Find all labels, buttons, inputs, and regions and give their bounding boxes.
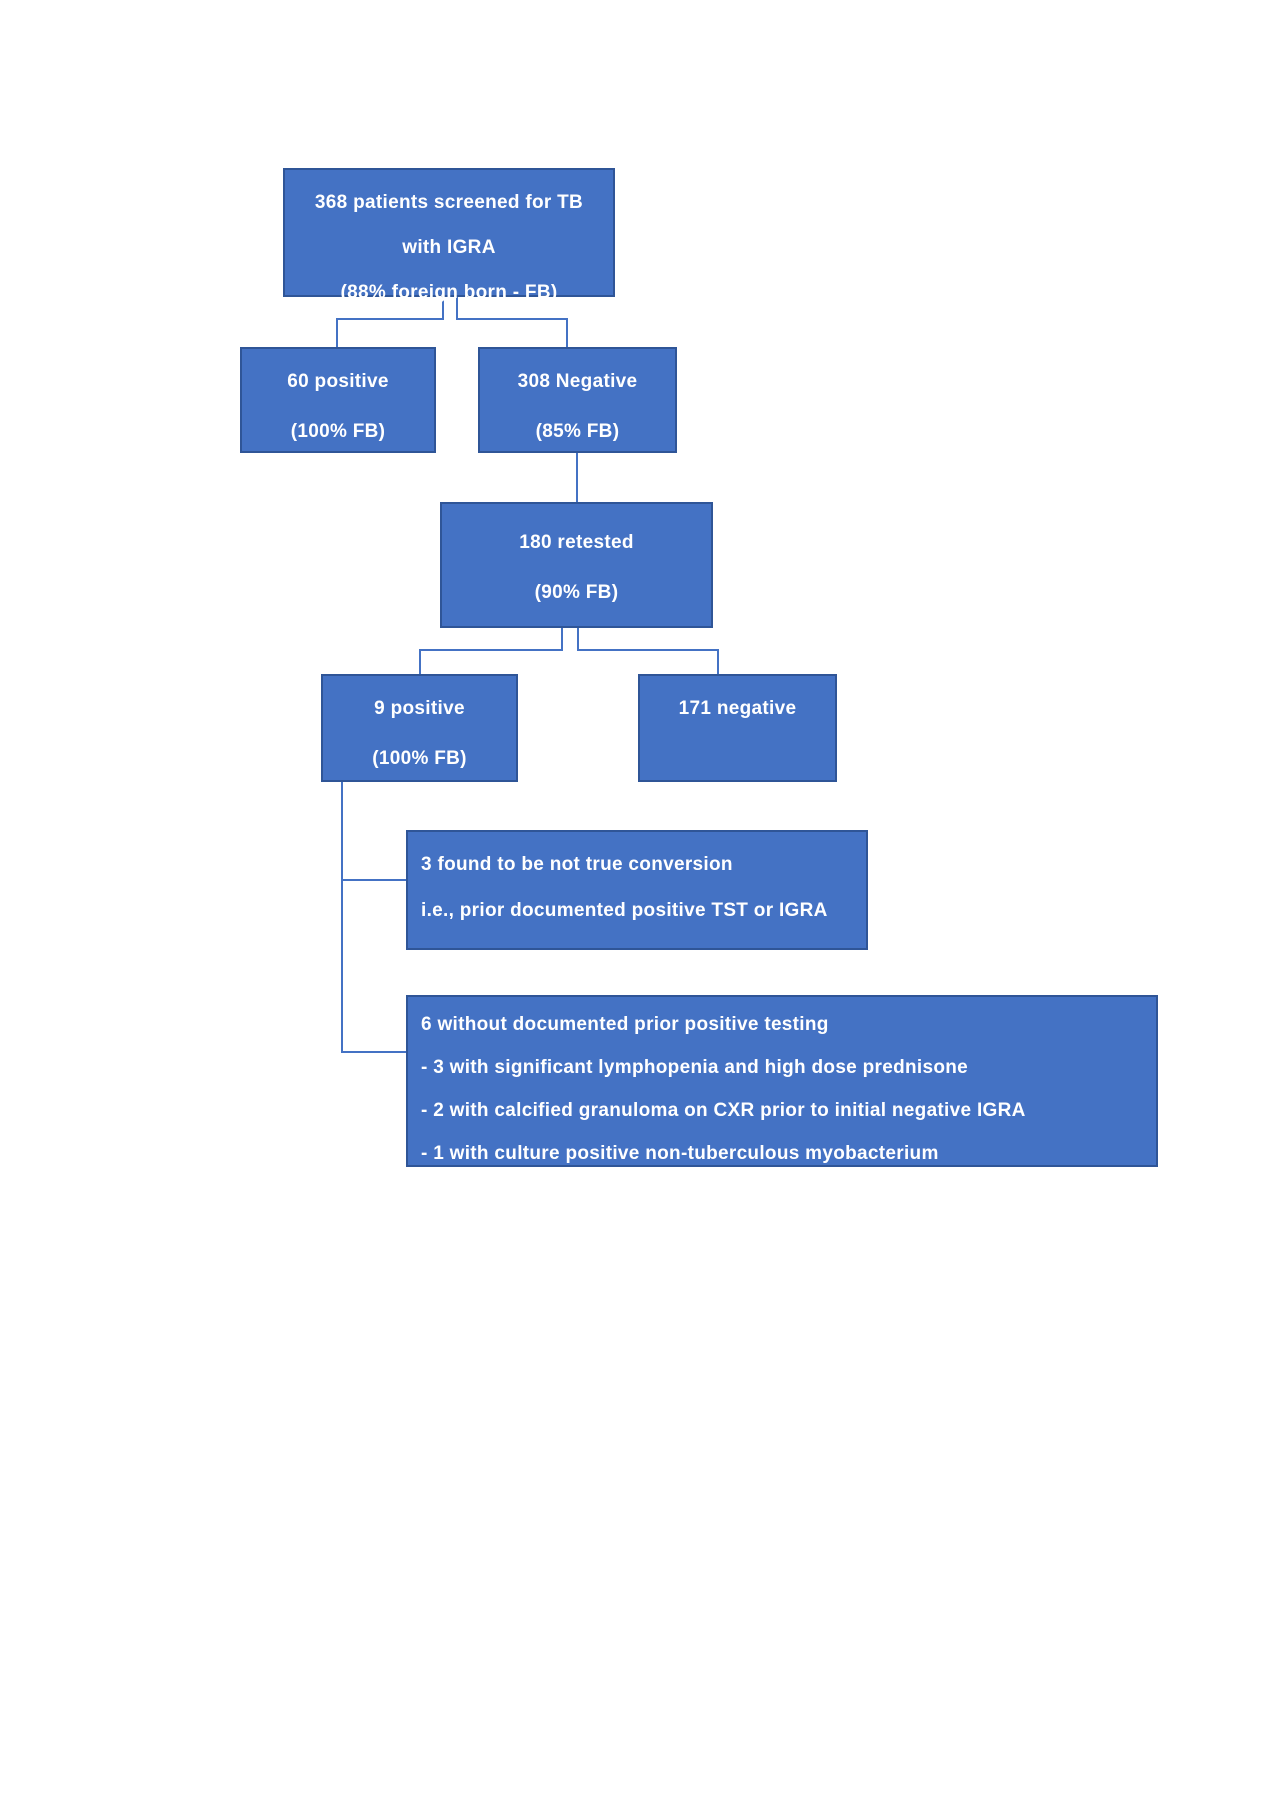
node-negative-initial-line-2: (85% FB): [535, 421, 620, 442]
connector-retested-to-negative-retest: [577, 628, 719, 674]
node-screened-line-3: (88% foreign born - FB): [340, 282, 558, 303]
node-negative-retest-line-1: 171 negative: [678, 698, 797, 719]
node-positive-initial-box: 60 positive (100% FB): [240, 347, 436, 453]
node-no-documented-prior-line-4: - 1 with culture positive non-tuberculou…: [421, 1143, 939, 1164]
connector-retested-to-positive-retest: [419, 628, 563, 674]
node-screened-box: 368 patients screened for TB with IGRA (…: [283, 168, 615, 303]
node-positive-retest-box: 9 positive (100% FB): [321, 674, 518, 782]
node-retested-line-1: 180 retested: [519, 532, 634, 553]
node-not-true-conversion-line-1: 3 found to be not true conversion: [421, 854, 733, 875]
node-no-documented-prior-line-2: - 3 with significant lymphopenia and hig…: [421, 1057, 969, 1078]
node-not-true-conversion-line-2: i.e., prior documented positive TST or I…: [421, 900, 828, 921]
node-retested-box: 180 retested (90% FB): [440, 502, 713, 628]
node-negative-initial-line-1: 308 Negative: [517, 371, 638, 392]
node-not-true-conversion-box: 3 found to be not true conversion i.e., …: [406, 830, 868, 950]
node-screened-line-2: with IGRA: [402, 237, 496, 258]
node-positive-initial-line-2: (100% FB): [290, 421, 386, 442]
node-retested-line-2: (90% FB): [534, 582, 619, 603]
node-positive-retest-line-2: (100% FB): [372, 748, 467, 769]
node-no-documented-prior-box: 6 without documented prior positive test…: [406, 995, 1158, 1167]
node-positive-initial-line-1: 60 positive: [287, 371, 389, 392]
node-negative-initial-box: 308 Negative (85% FB): [478, 347, 677, 453]
node-negative-retest-box: 171 negative: [638, 674, 837, 782]
connector-positive-retest-trunk: [341, 782, 406, 1053]
node-screened-line-1: 368 patients screened for TB: [314, 192, 584, 213]
node-no-documented-prior-line-3: - 2 with calcified granuloma on CXR prio…: [421, 1100, 1026, 1121]
node-positive-retest-line-1: 9 positive: [374, 698, 465, 719]
node-no-documented-prior-line-1: 6 without documented prior positive test…: [421, 1014, 829, 1035]
